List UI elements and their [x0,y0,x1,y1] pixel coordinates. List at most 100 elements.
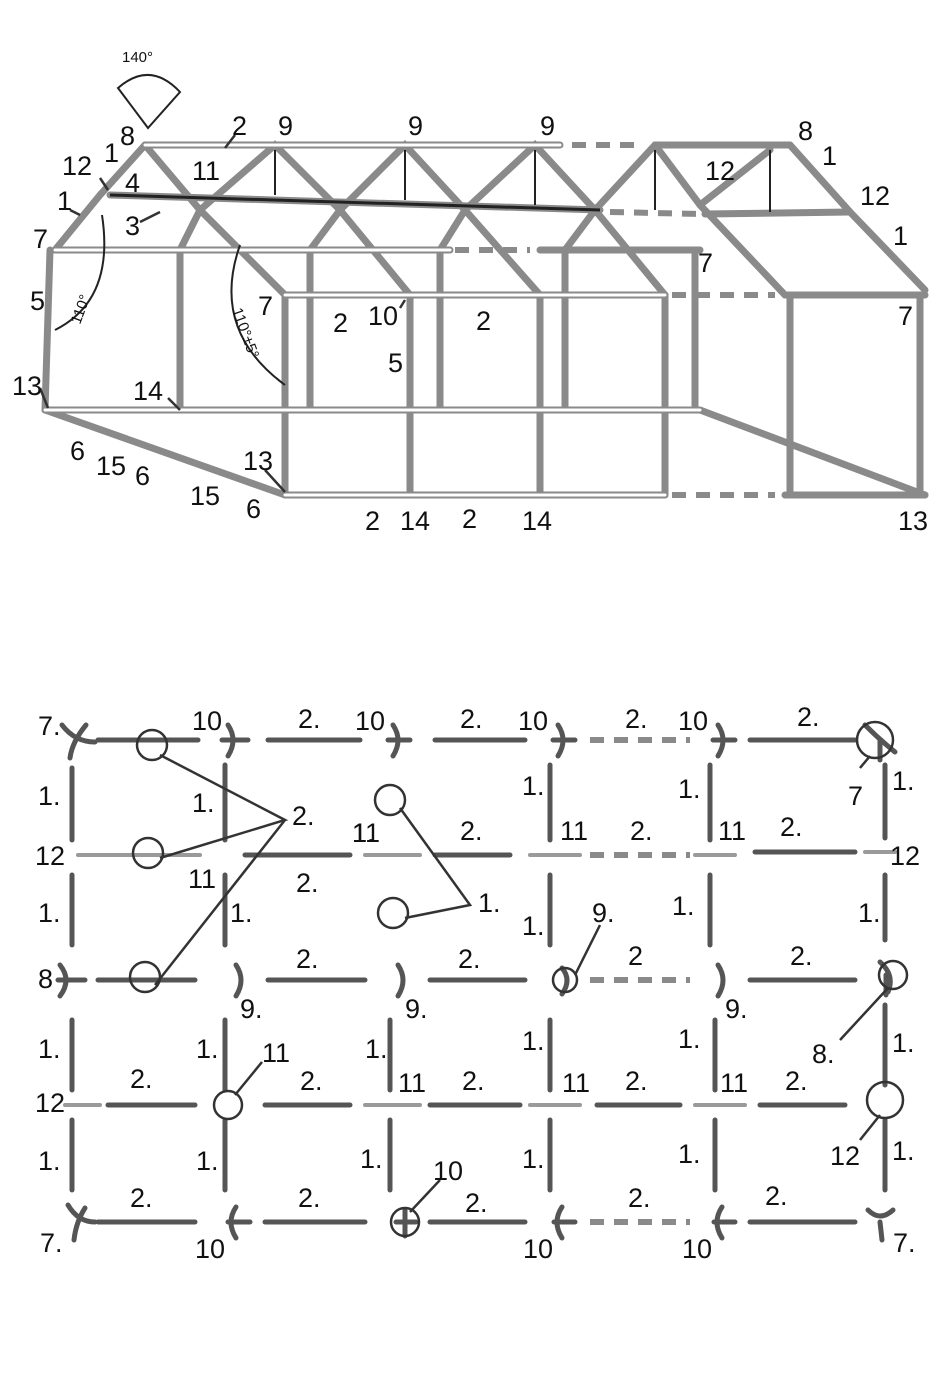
lower-label: 9. [592,898,615,928]
lower-label: 1. [360,1144,383,1174]
lower-label: 2. [630,816,653,846]
lower-label: 1. [522,1144,545,1174]
lower-label: 2. [298,1183,321,1213]
callout-circles [128,720,909,1238]
lower-label: 2. [296,868,319,898]
upper-label-7: 7 [698,248,713,278]
upper-label-2: 2 [476,306,491,336]
upper-label-9: 9 [540,111,555,141]
lower-label: 1. [38,781,61,811]
lower-label: 2. [460,816,483,846]
lower-label: 2. [790,941,813,971]
lower-label: 2. [298,704,321,734]
connector-10 [711,1204,738,1241]
lower-label: 10 [518,706,548,736]
lower-label: 10 [433,1156,463,1186]
upper-label-1: 1 [57,186,72,216]
lower-label: 1. [478,888,501,918]
upper-label-8: 8 [120,121,135,151]
frame-pipes [41,139,929,499]
lower-label: 1. [858,898,881,928]
connector-9 [715,962,726,999]
connector-10 [710,722,738,759]
corner-connector-7 [65,1202,98,1243]
lower-label: 1. [678,1024,701,1054]
upper-label-4: 4 [125,168,140,198]
lower-label: 12 [35,1088,65,1118]
lower-label: 2. [458,944,481,974]
lower-label: 2. [130,1064,153,1094]
lower-label: 2. [780,812,803,842]
lower-label: 11 [560,816,588,846]
lower-label: 9. [725,994,748,1024]
connector-10 [385,722,413,759]
lower-label: 1. [38,898,61,928]
lower-label: 11 [262,1038,290,1068]
leader-lines-upper [38,134,407,493]
connector-9 [559,965,570,997]
angle-markers: 140° 110° 110°±5° [54,49,286,386]
lower-label: 9. [240,994,263,1024]
callout-leaders [154,753,889,1213]
lower-label: 2. [628,1183,651,1213]
upper-label-12: 12 [860,181,890,211]
upper-label-9: 9 [408,111,423,141]
lower-label: 12 [890,841,920,871]
lower-label: 7. [40,1228,63,1258]
lower-label: 10 [678,706,708,736]
upper-label-1: 1 [822,141,837,171]
lower-label: 9. [405,994,428,1024]
connector-8 [55,962,88,999]
upper-label-1: 1 [104,138,119,168]
horizontal-rods [63,737,897,1225]
lower-label: 2. [292,801,315,831]
lower-label: 11 [188,864,216,894]
lower-label: 2. [300,1066,323,1096]
lower-label: 1. [892,766,915,796]
connector-10 [551,1204,578,1241]
corner-connector-7 [865,1207,896,1243]
upper-label-9: 9 [278,111,293,141]
lower-label: 11 [562,1068,590,1098]
upper-label-13: 13 [12,371,42,401]
lower-label: 10 [523,1234,553,1264]
lower-label: 2 [628,941,643,971]
lower-label: 1. [672,891,695,921]
connector-9 [233,962,244,999]
upper-label-15: 15 [96,451,126,481]
lower-label: 2. [625,1066,648,1096]
lower-label: 1. [192,788,215,818]
upper-label-3: 3 [125,211,140,241]
upper-labels: 2 9 9 9 8 8 1 12 1 4 3 11 12 1 12 1 7 7 … [12,111,928,536]
lower-label: 1. [522,771,545,801]
lower-label: 10 [195,1234,225,1264]
lower-label: 1. [678,1139,701,1169]
lower-label: 8 [38,964,53,994]
lower-label: 7. [893,1228,916,1258]
upper-label-13: 13 [898,506,928,536]
lower-label: 2. [130,1183,153,1213]
lower-label: 8. [812,1039,835,1069]
lower-label: 1. [892,1136,915,1166]
upper-label-5: 5 [30,286,45,316]
lower-exploded-parts: 7. 10 2. 10 2. 10 2. 10 2. 7 1. 1. 2. 1.… [35,702,920,1264]
upper-label-12: 12 [705,156,735,186]
lower-label: 1. [196,1034,219,1064]
lower-label: 7 [848,781,863,811]
lower-label: 1. [365,1034,388,1064]
upper-label-7: 7 [898,301,913,331]
lower-label: 10 [192,706,222,736]
lower-label: 10 [682,1234,712,1264]
lower-label: 1. [38,1146,61,1176]
upper-label-15: 15 [190,481,220,511]
lower-label: 1. [352,818,375,848]
lower-label: 2. [465,1188,488,1218]
upper-label-6: 6 [70,436,85,466]
upper-label-6: 6 [135,461,150,491]
upper-label-2: 2 [232,111,247,141]
connector-10 [219,722,251,759]
lower-label: 1. [522,911,545,941]
lower-label: 10 [355,706,385,736]
upper-label-5: 5 [388,348,403,378]
upper-label-6: 6 [246,494,261,524]
